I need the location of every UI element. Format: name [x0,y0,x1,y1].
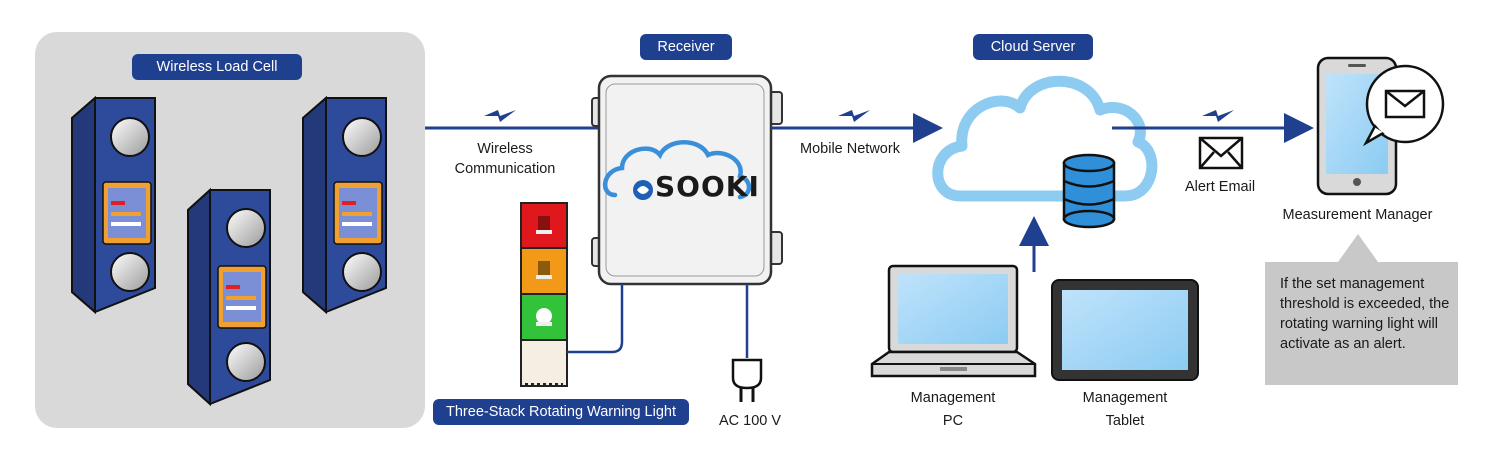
sooki-logo-text: SOOKI [655,170,760,203]
load-cell-title: Wireless Load Cell [132,54,302,80]
tablet-icon [1051,279,1199,381]
wireless-signal-icon [484,110,516,122]
email-signal-icon [1202,110,1234,122]
pc-label-line1: Management [910,390,996,406]
tablet-label-line1: Management [1082,390,1168,406]
database-icon [1062,153,1116,229]
cloud-server-title: Cloud Server [973,34,1093,60]
warning-light-tower [520,202,568,387]
warning-light-title: Three-Stack Rotating Warning Light [433,399,689,425]
callout-box [1265,234,1458,385]
load-cell-middle [187,187,271,407]
load-cell-left [71,95,156,315]
cloud-icon [932,75,1158,202]
mail-notification-icon [1362,64,1445,147]
tablet-label-line2: Tablet [1105,413,1145,429]
laptop-icon [870,264,1037,378]
callout-text: If the set management threshold is excee… [1280,276,1450,352]
sooki-logo-cloud [603,140,752,200]
alert-email-label: Alert Email [1184,179,1256,195]
pc-label-line2: PC [942,413,964,429]
load-cell-right [302,95,387,315]
mobile-signal-icon [838,110,870,122]
wireless-label-line2: Communication [454,161,556,177]
light-wire [567,284,624,354]
mobile-network-label: Mobile Network [800,141,900,157]
receiver-enclosure [591,74,783,286]
power-plug-icon [731,358,763,402]
wireless-label-line1: Wireless [477,141,533,157]
power-label: AC 100 V [718,413,782,429]
receiver-title: Receiver [640,34,732,60]
manager-label: Measurement Manager [1282,207,1433,223]
envelope-icon [1198,136,1244,170]
